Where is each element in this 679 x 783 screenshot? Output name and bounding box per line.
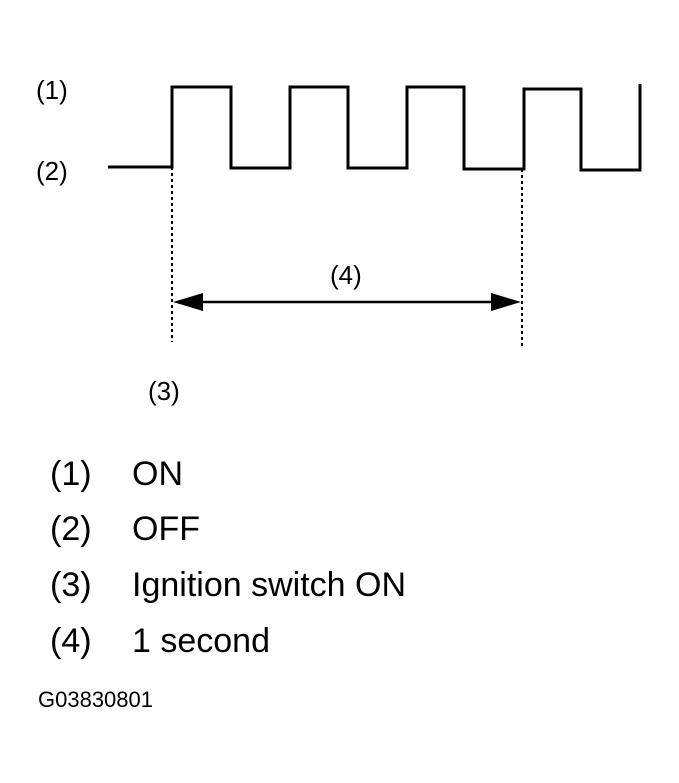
- legend-item-period: (4) 1 second: [50, 624, 270, 658]
- legend-item-ignition: (3) Ignition switch ON: [50, 568, 406, 602]
- legend-item-on: (1) ON: [50, 457, 183, 491]
- legend-item-off: (2) OFF: [50, 512, 200, 546]
- period-arrow-left-head: [173, 293, 203, 311]
- legend-number: (1): [50, 455, 92, 493]
- label-start-marker: (3): [148, 376, 180, 406]
- legend-text: OFF: [132, 510, 200, 548]
- period-arrow-right-head: [491, 293, 521, 311]
- legend-text: Ignition switch ON: [132, 566, 406, 604]
- label-period: (4): [330, 260, 362, 290]
- signal-waveform: [108, 84, 642, 172]
- legend-text: 1 second: [132, 622, 270, 660]
- label-level-on: (1): [36, 75, 68, 105]
- legend-number: (3): [50, 566, 92, 604]
- legend-number: (2): [50, 510, 92, 548]
- legend-text: ON: [132, 455, 183, 493]
- label-level-off: (2): [36, 156, 68, 186]
- figure-code: G03830801: [38, 687, 153, 712]
- legend-number: (4): [50, 622, 92, 660]
